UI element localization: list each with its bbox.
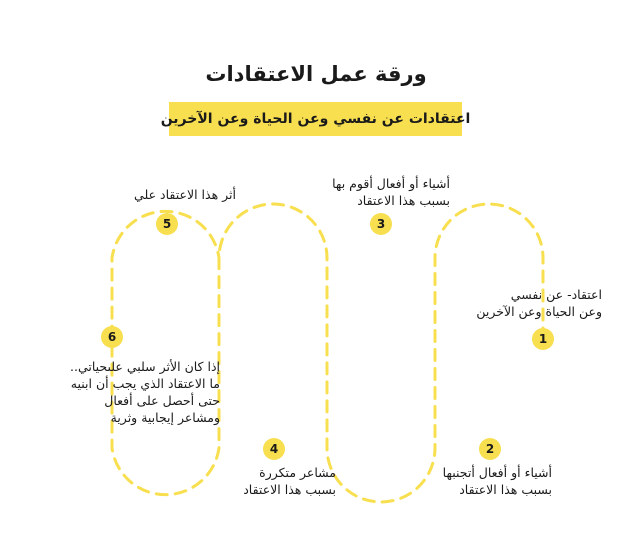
step-marker-1: 1 bbox=[532, 328, 554, 350]
worksheet-title: ورقة عمل الاعتقادات bbox=[205, 62, 427, 86]
step-label-2: أشياء أو أفعال أتجنبها بسبب هذا الاعتقاد bbox=[443, 464, 552, 498]
step-label-3: أشياء أو أفعال أقوم بها بسبب هذا الاعتقا… bbox=[332, 175, 450, 209]
step-6-line-4: ومشاعر إيجابية وثرية bbox=[110, 410, 220, 425]
step-6-line-2: ما الاعتقاد الذي يجب أن ابنيه bbox=[70, 376, 220, 391]
step-2-line-2: بسبب هذا الاعتقاد bbox=[459, 482, 552, 497]
step-label-6: إذا كان الأثر سلبي علىحياتي.. ما الاعتقا… bbox=[70, 358, 220, 426]
step-marker-2: 2 bbox=[479, 438, 501, 460]
step-marker-4: 4 bbox=[263, 438, 285, 460]
step-marker-3: 3 bbox=[370, 213, 392, 235]
step-label-1: اعتقاد- عن نفسي وعن الحياة وعن الآخرين bbox=[476, 286, 602, 320]
step-6-line-1: إذا كان الأثر سلبي علىحياتي.. bbox=[70, 359, 220, 374]
step-2-line-1: أشياء أو أفعال أتجنبها bbox=[442, 465, 552, 480]
step-1-line-1: اعتقاد- عن نفسي bbox=[510, 287, 602, 302]
step-marker-5: 5 bbox=[156, 213, 178, 235]
step-4-line-2: بسبب هذا الاعتقاد bbox=[243, 482, 336, 497]
subtitle-text: اعتقادات عن نفسي وعن الحياة وعن الآخرين bbox=[160, 111, 471, 127]
subtitle-banner: اعتقادات عن نفسي وعن الحياة وعن الآخرين bbox=[161, 102, 470, 136]
step-3-line-1: أشياء أو أفعال أقوم بها bbox=[332, 176, 450, 191]
step-5-line-1: أثر هذا الاعتقاد علي bbox=[134, 187, 236, 202]
step-4-line-1: مشاعر متكررة bbox=[259, 465, 336, 480]
step-label-5: أثر هذا الاعتقاد علي bbox=[134, 186, 236, 203]
step-3-line-2: بسبب هذا الاعتقاد bbox=[357, 193, 450, 208]
step-marker-6: 6 bbox=[101, 326, 123, 348]
step-label-4: مشاعر متكررة بسبب هذا الاعتقاد bbox=[243, 464, 336, 498]
step-6-line-3: حتى أحصل على أفعال bbox=[104, 393, 220, 408]
step-1-line-2: وعن الحياة وعن الآخرين bbox=[476, 304, 602, 319]
